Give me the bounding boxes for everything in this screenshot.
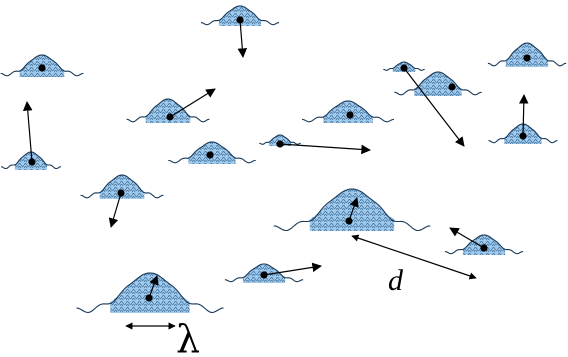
wave-packet-outline (383, 61, 425, 71)
wave-packet (394, 71, 482, 96)
wave-packet-outline (168, 141, 256, 164)
wave-packet-outline (76, 272, 224, 314)
velocity-arrow (263, 262, 322, 276)
wave-packet (259, 134, 301, 148)
wave-packet-fill (323, 101, 373, 123)
particle-dot (38, 64, 46, 72)
velocity-arrow (518, 94, 529, 137)
wave-packet-outline (224, 263, 304, 283)
wave-packet-outline (0, 54, 84, 77)
wave-packet (301, 100, 395, 123)
wave-packet-fill (218, 6, 262, 26)
wave-packet-outline (301, 100, 395, 123)
wave-packet-fill (414, 72, 462, 96)
wave-packet (383, 61, 425, 72)
wave-packet (80, 174, 164, 199)
wave-packet-outline (200, 5, 280, 26)
velocity-arrow (348, 197, 359, 222)
wave-packet-fill (145, 99, 191, 123)
wave-packet (224, 263, 304, 283)
particle-dot (206, 151, 214, 159)
wave-packet (126, 98, 210, 123)
wave-packet-outline (394, 71, 482, 96)
particle-dot (346, 111, 354, 119)
distance-arrow (351, 234, 477, 280)
wave-packet (168, 141, 256, 164)
wave-packet-outline (259, 134, 301, 145)
distance-label: d (388, 264, 404, 297)
wave-packet-fill (99, 175, 145, 199)
velocity-arrow (108, 192, 122, 228)
wave-packet (273, 188, 431, 232)
particle-dot (448, 83, 456, 91)
wave-packet-outline (273, 188, 431, 232)
velocity-arrow (169, 88, 216, 118)
velocity-arrow (237, 19, 248, 58)
wave-packet-outline (126, 98, 210, 123)
wavelength-label: λ (176, 317, 200, 357)
velocity-arrow (279, 143, 371, 155)
wave-packet-fill (110, 273, 190, 313)
wave-packet (487, 42, 567, 67)
wave-packet (0, 54, 84, 77)
wave-packet (444, 234, 524, 255)
particle-dot (523, 54, 531, 62)
velocity-arrow (148, 275, 159, 299)
velocity-arrow (403, 67, 465, 147)
wave-packet-outline (80, 174, 164, 199)
wave-packet-fill (309, 189, 395, 231)
velocity-arrow (22, 101, 33, 163)
wave-packet (76, 272, 224, 314)
wave-packet-outline (487, 42, 567, 67)
